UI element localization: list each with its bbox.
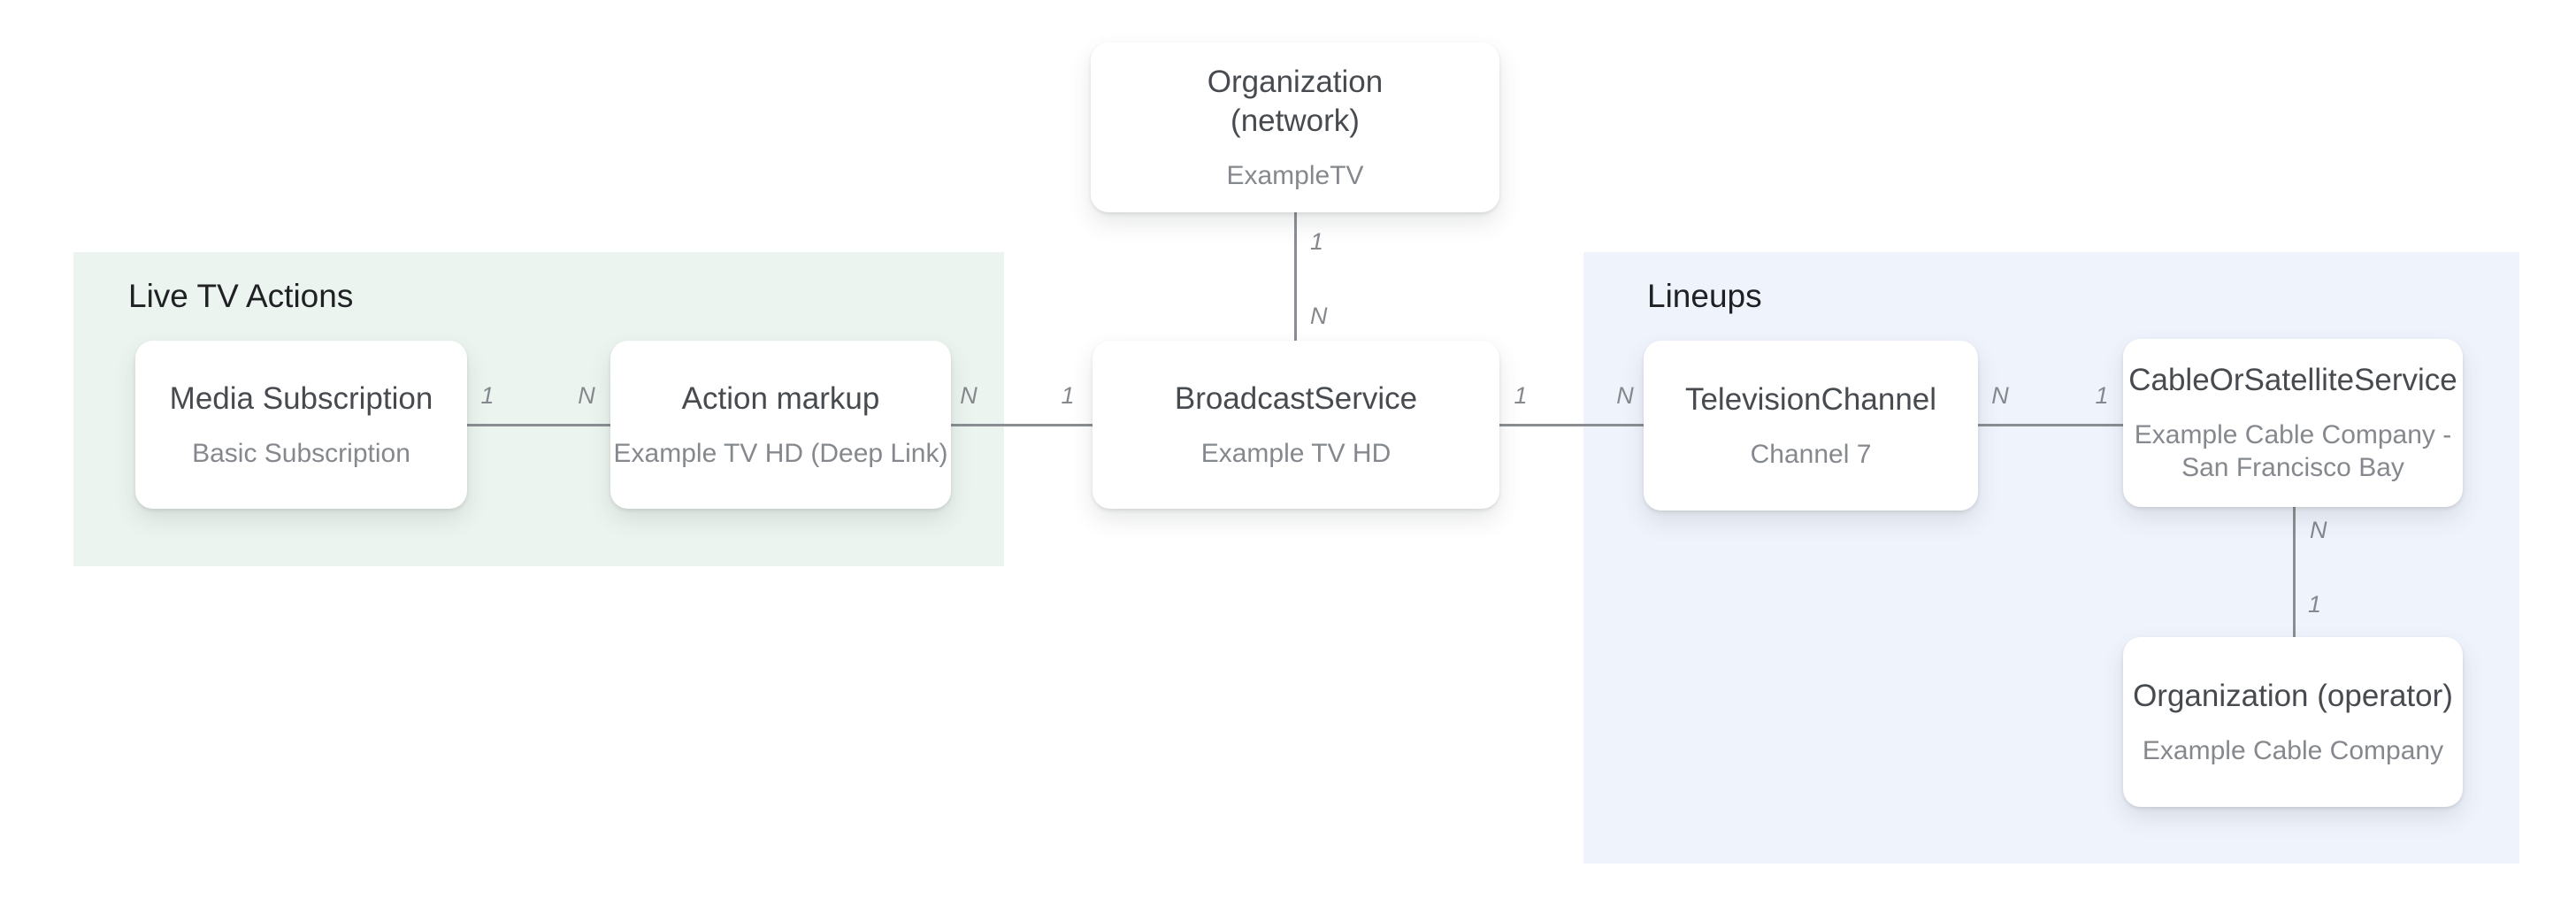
node-organization-network: Organization (network) ExampleTV [1091,42,1499,212]
cardinality-action-broadcast-n: N [960,382,978,409]
node-cable-or-satellite-service: CableOrSatelliteService Example Cable Co… [2123,339,2463,507]
node-television-channel: TelevisionChannel Channel 7 [1644,341,1978,511]
node-media-subscription: Media Subscription Basic Subscription [135,341,467,509]
cardinality-media-action-n: N [578,382,595,409]
connector-media-to-action [467,424,610,426]
cardinality-channel-cable-1: 1 [2095,382,2109,409]
node-action-markup-title: Action markup [681,380,880,416]
node-organization-operator: Organization (operator) Example Cable Co… [2123,637,2463,807]
node-broadcast-service-subtitle: Example TV HD [1200,438,1392,468]
connector-broadcast-to-channel [1499,424,1644,426]
node-broadcast-service-title: BroadcastService [1174,380,1418,416]
connector-network-to-broadcast [1294,212,1297,341]
node-organization-operator-subtitle: Example Cable Company [2142,735,2444,765]
node-organization-operator-title: Organization (operator) [2133,678,2453,713]
cardinality-network-broadcast-1: 1 [1310,228,1324,255]
cardinality-action-broadcast-1: 1 [1061,382,1075,409]
cardinality-channel-cable-n: N [1991,382,2009,409]
cardinality-broadcast-channel-n: N [1616,382,1634,409]
node-organization-network-title: Organization (network) [1207,65,1384,138]
node-broadcast-service: BroadcastService Example TV HD [1092,341,1499,509]
cardinality-cable-operator-n: N [2310,517,2327,543]
region-title-lineups: Lineups [1647,278,1762,314]
cardinality-broadcast-channel-1: 1 [1514,382,1528,409]
node-cable-or-satellite-service-title: CableOrSatelliteService [2128,363,2457,398]
node-media-subscription-title: Media Subscription [169,380,433,416]
node-television-channel-title: TelevisionChannel [1684,381,1937,417]
node-television-channel-subtitle: Channel 7 [1750,439,1872,469]
connector-action-to-broadcast [951,424,1092,426]
cardinality-media-action-1: 1 [480,382,494,409]
node-action-markup: Action markup Example TV HD (Deep Link) [610,341,951,509]
cardinality-network-broadcast-n: N [1310,303,1328,329]
connector-channel-to-cable [1978,424,2123,426]
connector-cable-to-operator [2293,507,2296,638]
node-action-markup-subtitle: Example TV HD (Deep Link) [613,438,948,468]
node-organization-network-subtitle: ExampleTV [1226,160,1364,190]
node-media-subscription-subtitle: Basic Subscription [192,438,410,468]
region-title-live-tv-actions: Live TV Actions [128,278,354,314]
cardinality-cable-operator-1: 1 [2308,591,2322,618]
node-cable-or-satellite-service-subtitle: Example Cable Company - San Francisco Ba… [2134,419,2452,483]
